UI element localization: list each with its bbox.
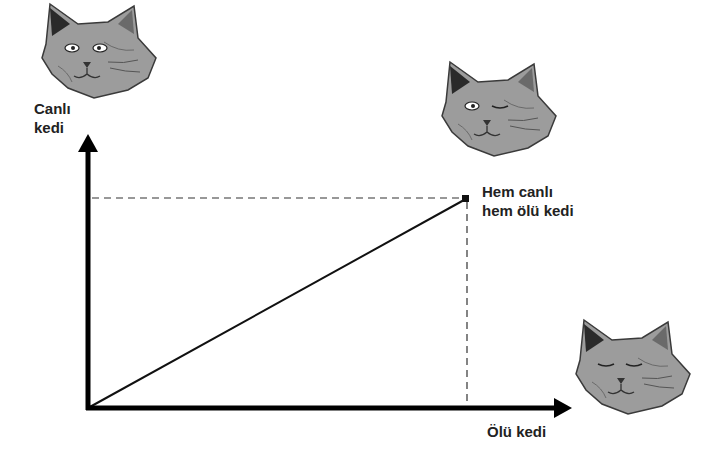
cat-pupil [471, 104, 475, 108]
x-axis-label: Ölü kedi [487, 422, 546, 441]
projection-line [466, 202, 467, 404]
cat-eye-closed [492, 106, 508, 108]
state-vector [88, 200, 464, 408]
cat-head [42, 4, 156, 98]
cat-eyes [65, 44, 107, 52]
y-axis [86, 150, 91, 410]
axis-arrowhead [78, 134, 98, 152]
vector-label: Hem canlı hem ölü kedi [482, 182, 582, 220]
alive-cat [42, 4, 156, 98]
cat-head [442, 62, 556, 156]
cat-eyes [598, 364, 642, 366]
x-axis [86, 406, 556, 411]
vector-tip [462, 195, 469, 202]
cat-eye [465, 102, 479, 110]
y-axis-label: Canlı kedi [34, 99, 71, 137]
projection-line [92, 197, 464, 198]
cat-head [576, 320, 690, 414]
superposed-cat [442, 62, 556, 156]
dead-cat [576, 320, 690, 414]
axis-arrowhead [554, 398, 572, 418]
